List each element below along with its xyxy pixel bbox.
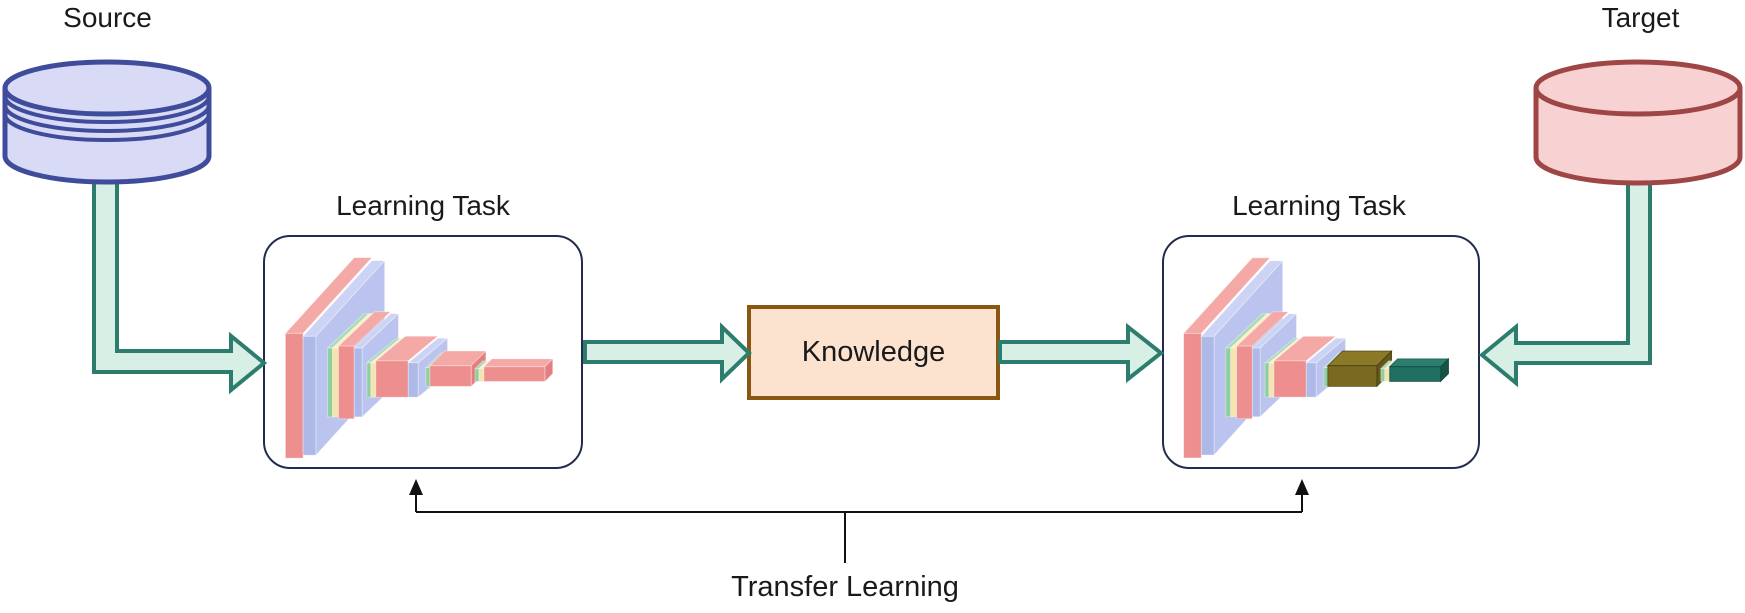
cnn-illustration-target — [1182, 257, 1450, 459]
learning-task-box-source — [263, 235, 583, 469]
learning-task-right-label: Learning Task — [1232, 190, 1406, 221]
target-label: Target — [1601, 2, 1680, 33]
arrow-knowledge-to-task-icon — [998, 322, 1165, 384]
knowledge-label: Knowledge — [801, 336, 946, 368]
knowledge-box: Knowledge — [747, 305, 1000, 400]
transfer-learning-bracket — [409, 479, 1309, 563]
source-database-icon — [2, 59, 212, 185]
target-database-icon — [1533, 59, 1743, 186]
arrow-source-to-task-icon — [92, 173, 268, 395]
arrow-target-to-task-icon — [1478, 176, 1652, 388]
transfer-learning-label: Transfer Learning — [731, 571, 959, 603]
cnn-illustration-source — [284, 257, 554, 459]
arrow-task-to-knowledge-icon — [583, 322, 752, 384]
learning-task-box-target — [1162, 235, 1480, 469]
learning-task-left-label: Learning Task — [336, 190, 510, 221]
source-label: Source — [63, 2, 152, 33]
